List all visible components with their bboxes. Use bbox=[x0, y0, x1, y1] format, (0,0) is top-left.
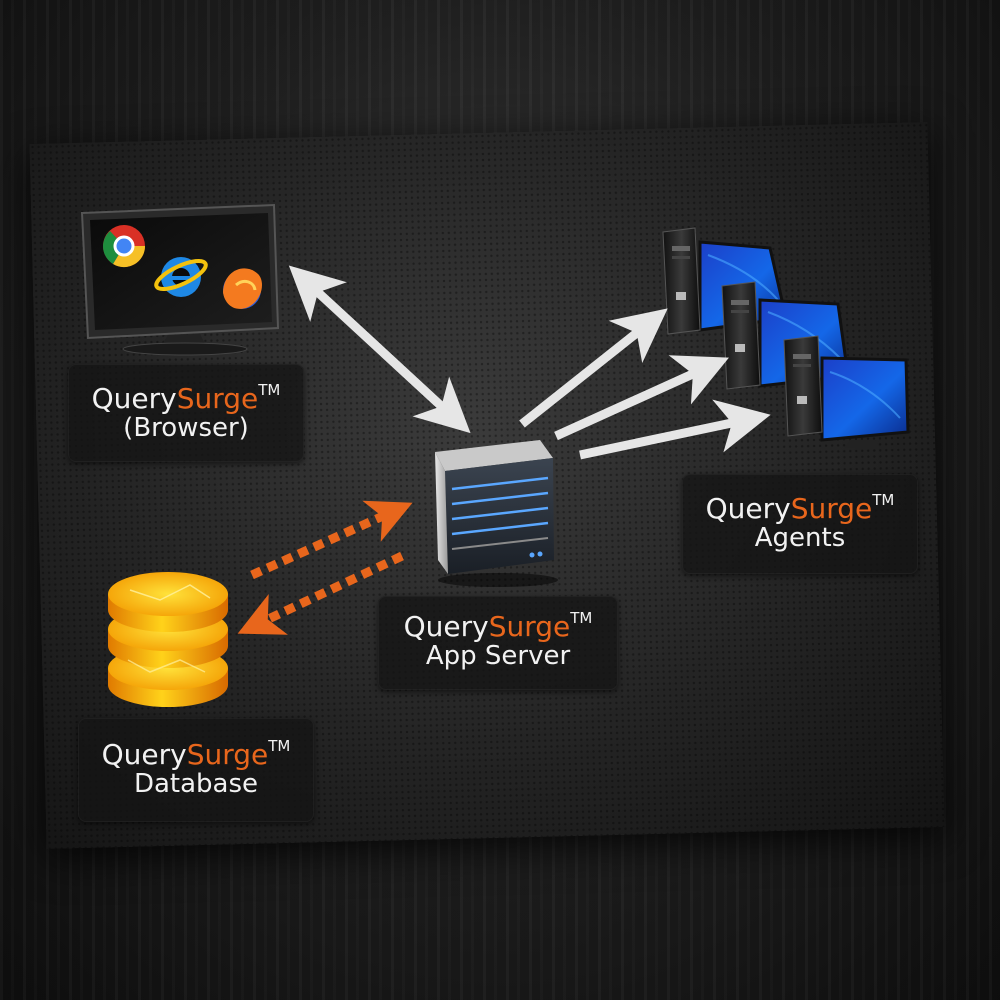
brand-query: Query bbox=[91, 382, 177, 415]
server-icon bbox=[435, 440, 558, 587]
internet-explorer-icon bbox=[154, 257, 208, 297]
database-role: Database bbox=[133, 769, 259, 800]
browser-label: QuerySurgeTM (Browser) bbox=[68, 364, 304, 462]
brand-surge: Surge bbox=[186, 738, 269, 771]
arrow-app-server-agent-2 bbox=[554, 355, 729, 441]
brand-query: Query bbox=[101, 738, 187, 771]
firefox-icon bbox=[223, 268, 262, 309]
arrow-app-server-agent-1 bbox=[519, 308, 668, 428]
brand-query: Query bbox=[705, 492, 791, 525]
app-server-label: QuerySurgeTM App Server bbox=[378, 596, 618, 690]
agents-role: Agents bbox=[754, 523, 846, 554]
database-icon bbox=[108, 572, 228, 707]
agents-label: QuerySurgeTM Agents bbox=[682, 474, 918, 574]
trademark: TM bbox=[872, 491, 895, 509]
browser-role: (Browser) bbox=[123, 413, 249, 444]
brand-surge: Surge bbox=[790, 492, 873, 525]
app-server-role: App Server bbox=[425, 641, 571, 672]
brand-surge: Surge bbox=[488, 610, 571, 643]
brand-surge: Surge bbox=[176, 382, 259, 415]
chrome-icon bbox=[102, 225, 146, 268]
database-label: QuerySurgeTM Database bbox=[78, 718, 314, 822]
desktop-computer-icon bbox=[783, 335, 910, 448]
trademark: TM bbox=[570, 609, 593, 627]
trademark: TM bbox=[258, 381, 281, 399]
brand-query: Query bbox=[403, 610, 489, 643]
arrow-browser-app-server bbox=[288, 265, 471, 434]
trademark: TM bbox=[268, 737, 291, 755]
dotted-arrow-app-server-to-database bbox=[237, 551, 404, 635]
arrow-app-server-agent-3 bbox=[579, 399, 771, 460]
dotted-arrow-database-to-app-server bbox=[250, 500, 413, 580]
